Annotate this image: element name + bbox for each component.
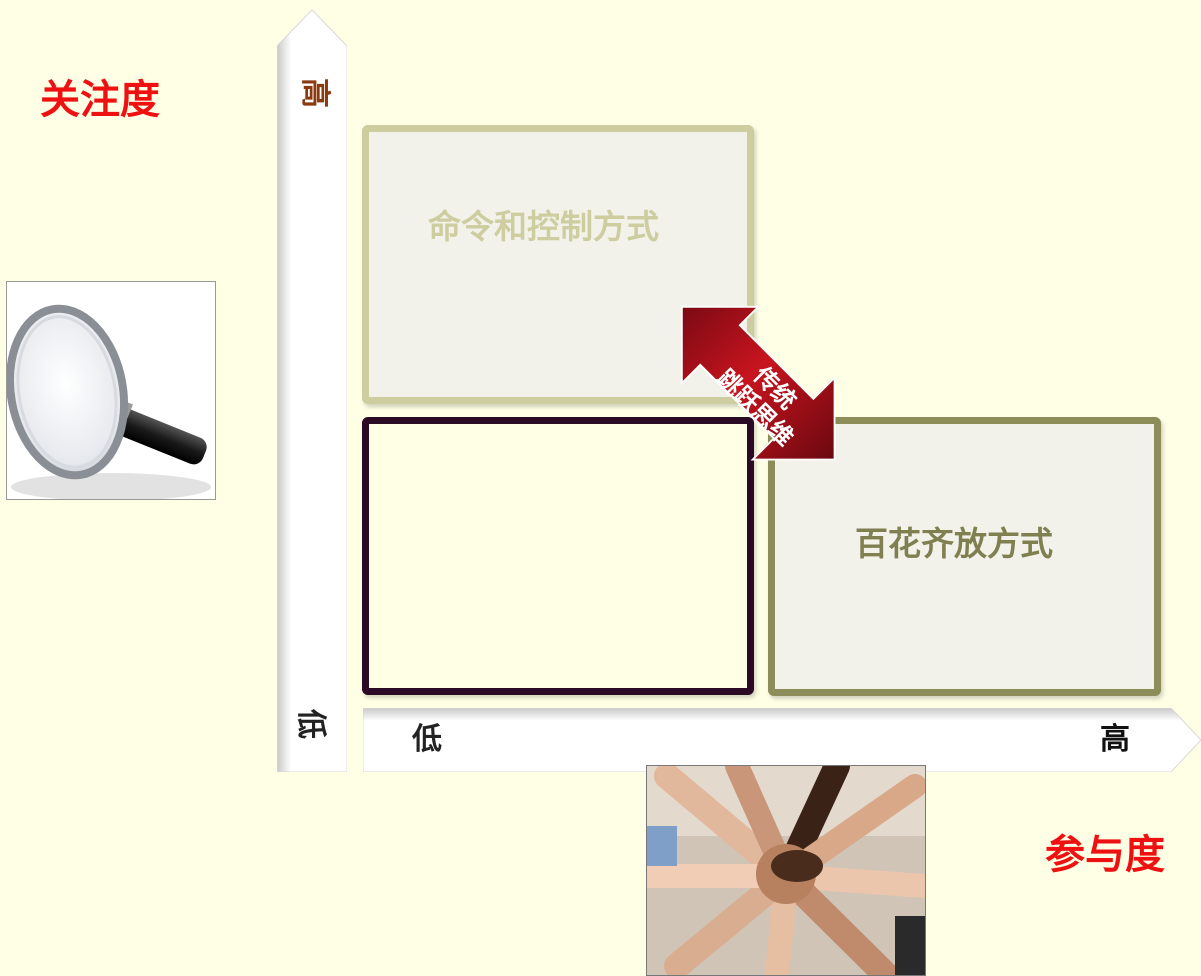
y-axis-arrow-shape [277, 10, 347, 772]
stacked-hands-photo [646, 765, 926, 976]
quadrant-top-left [362, 125, 754, 404]
quadrant-bottom-left [362, 417, 754, 695]
x-axis-arrow [363, 708, 1201, 772]
quadrant-bottom-right [768, 417, 1161, 696]
y-axis-high-label: 高 [297, 78, 332, 108]
y-axis-low-label: 低 [293, 709, 328, 739]
x-axis-low-label: 低 [412, 722, 442, 757]
quadrant-top-left-label: 命令和控制方式 [428, 207, 659, 246]
double-arrow-shape [680, 305, 836, 461]
magnifying-glass-icon [7, 282, 215, 499]
quadrant-bottom-right-label: 百花齐放方式 [855, 524, 1053, 563]
magnifying-glass-photo [6, 281, 216, 500]
x-axis-high-label: 高 [1100, 722, 1130, 757]
stacked-hands-icon [647, 766, 925, 975]
y-axis-arrow [277, 10, 347, 772]
x-axis-arrow-shape [363, 708, 1201, 772]
y-axis-title: 关注度 [40, 77, 160, 123]
x-axis-title: 参与度 [1045, 832, 1165, 878]
double-arrow-icon [665, 305, 865, 505]
